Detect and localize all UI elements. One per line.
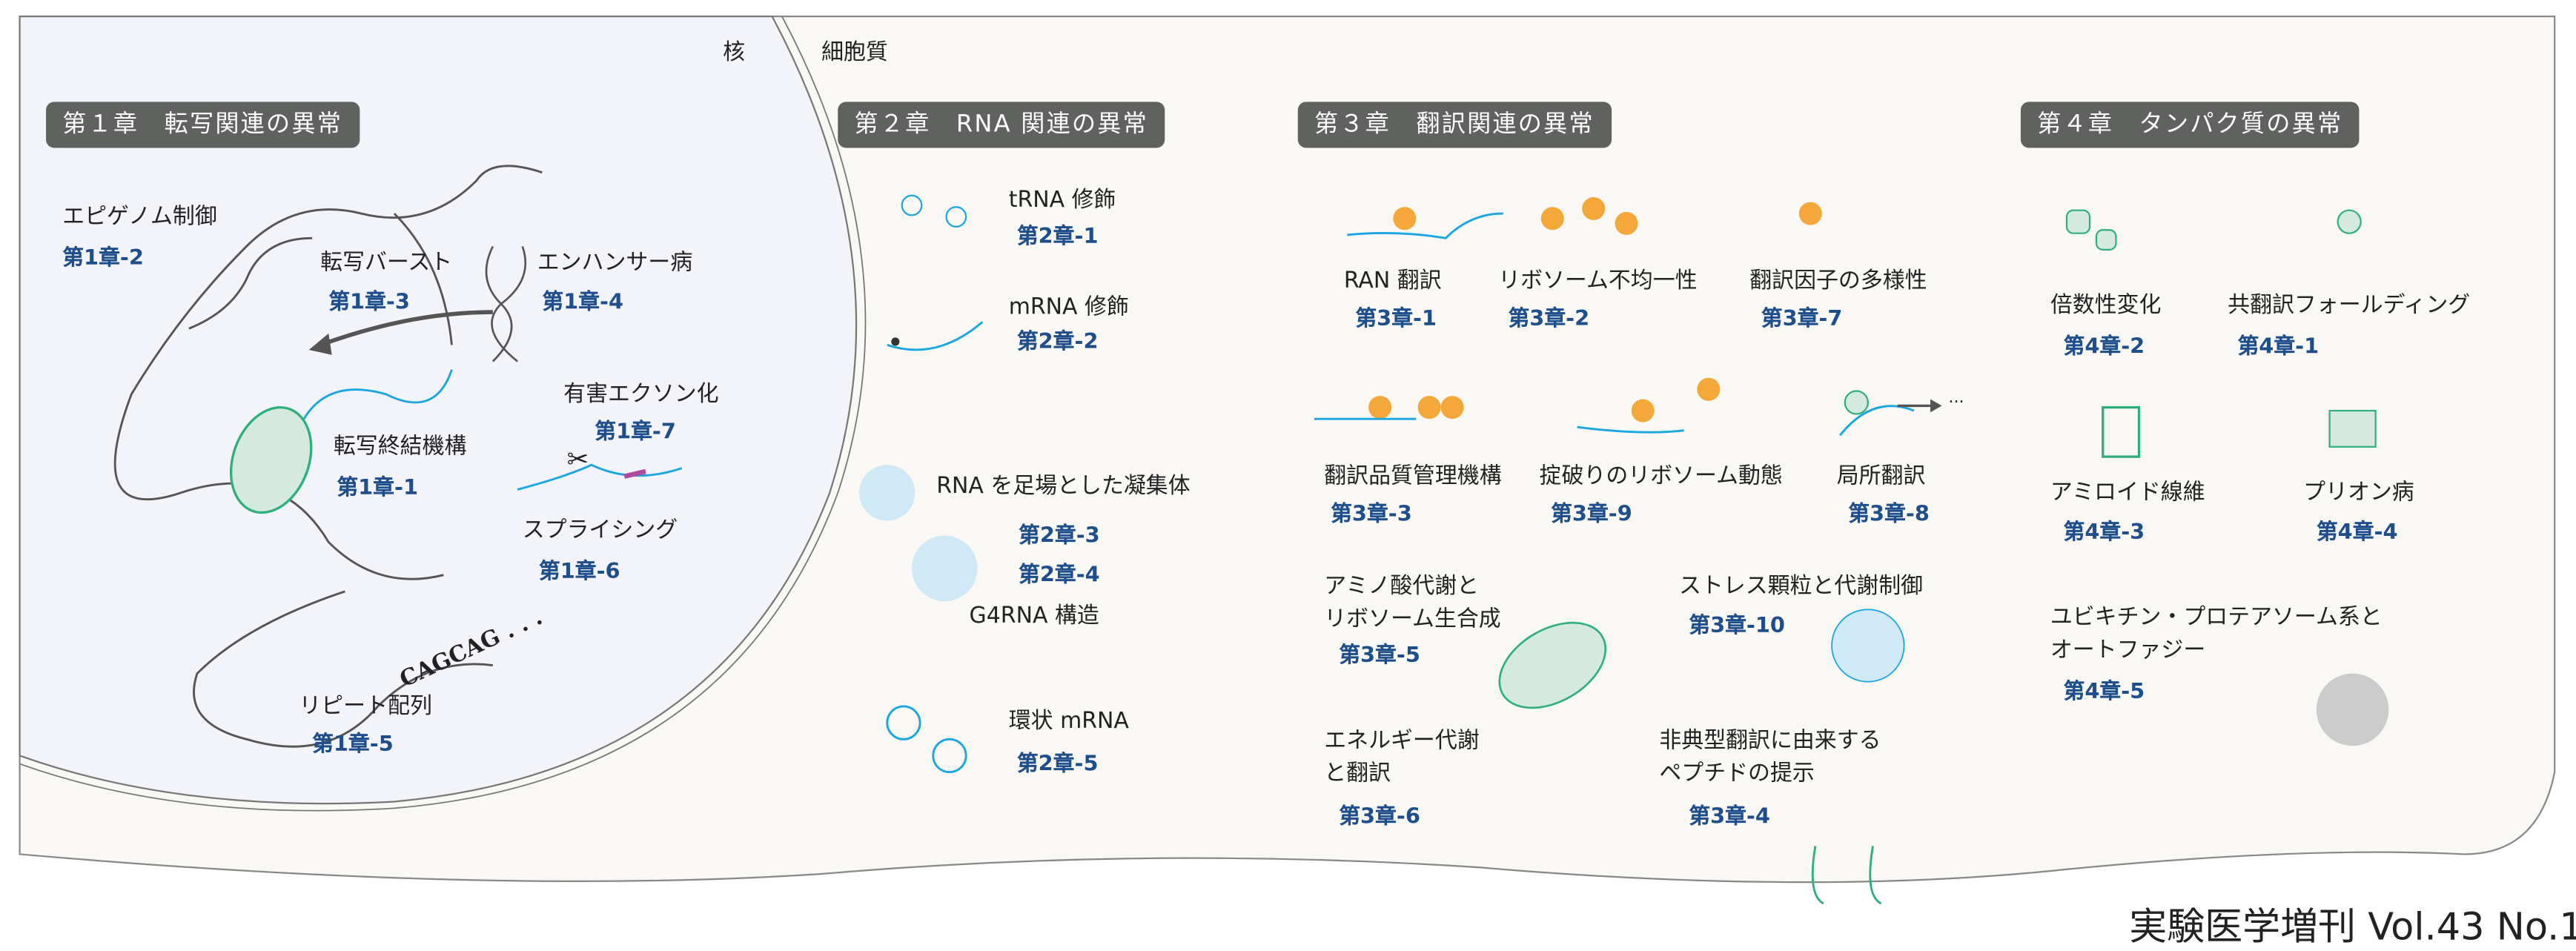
item-code: 第4章-2 xyxy=(2063,335,2145,360)
item-label: 翻訳品質管理機構 xyxy=(1324,463,1502,490)
item-label: リボソーム不均一性 xyxy=(1498,268,1698,294)
nucleus-label: 核 xyxy=(723,39,746,66)
proteasome-icon xyxy=(2316,673,2389,746)
item-code: 第2章-4 xyxy=(1019,563,1100,589)
item-label: エネルギー代謝 xyxy=(1324,727,1480,755)
item-label: 掟破りのリボソーム動態 xyxy=(1539,463,1783,490)
item-label: プリオン病 xyxy=(2303,480,2414,506)
item-label: tRNA 修飾 xyxy=(1008,187,1116,214)
enhancer-dna xyxy=(485,245,527,362)
item-code: 第1章-2 xyxy=(62,246,144,271)
item-code: 第1章-6 xyxy=(538,560,620,585)
item-code: 第1章-7 xyxy=(595,420,676,445)
mitochondrion-icon xyxy=(1498,621,1607,709)
item-code: 第3章-7 xyxy=(1761,307,1843,332)
item-label: エピゲノム制御 xyxy=(62,203,217,231)
item-code: 第3章-2 xyxy=(1508,307,1590,332)
item-label: アミノ酸代謝と xyxy=(1324,573,1480,600)
item-label: 有害エクソン化 xyxy=(563,381,719,408)
item-code: 第3章-9 xyxy=(1551,503,1632,528)
item-label: アミロイド線維 xyxy=(2050,480,2205,506)
item-label: mRNA 修飾 xyxy=(1008,294,1129,321)
journal-footer: 実験医学増刊 Vol.43 No.17 xyxy=(2129,907,2576,950)
burst-arrow xyxy=(319,310,493,348)
item-code: 第2章-3 xyxy=(1019,523,1100,549)
item-label: 共翻訳フォールディング xyxy=(2228,292,2471,319)
item-label-line2: ペプチドの提示 xyxy=(1659,761,1815,787)
item-code: 第2章-2 xyxy=(1016,330,1099,355)
splicing-rna xyxy=(517,463,683,491)
arrow-head-icon xyxy=(308,333,332,355)
stress-granule-icon xyxy=(1831,609,1905,683)
item-code: 第4章-5 xyxy=(2063,680,2145,705)
item-code: 第3章-6 xyxy=(1339,804,1420,830)
item-label: 翻訳因子の多様性 xyxy=(1749,268,1927,294)
item-label-line2: リボソーム生合成 xyxy=(1324,606,1501,633)
chapter-3-header: 第３章 翻訳関連の異常 xyxy=(1297,102,1611,148)
item-code: 第2章-1 xyxy=(1016,225,1099,250)
item-label: 非典型翻訳に由来する xyxy=(1659,727,1881,755)
item-code: 第4章-3 xyxy=(2063,520,2145,546)
ribosome-icons xyxy=(1368,196,1822,423)
item-code: 第1章-3 xyxy=(328,291,410,316)
chapter-2-header: 第２章 RNA 関連の異常 xyxy=(838,102,1165,148)
item-code: 第3章-4 xyxy=(1689,804,1770,830)
prion-icon xyxy=(2328,409,2377,448)
item-label: 環状 mRNA xyxy=(1008,708,1129,735)
nucleus xyxy=(19,16,858,805)
item-code: 第3章-8 xyxy=(1848,503,1930,528)
amyloid-icon xyxy=(2102,405,2141,458)
rna-transcript xyxy=(302,369,453,420)
item-label-line2: と翻訳 xyxy=(1324,761,1391,787)
item-code: 第1章-4 xyxy=(542,291,624,316)
item-label-line2: オートファジー xyxy=(2050,637,2206,664)
cytoplasm-label: 細胞質 xyxy=(821,39,888,66)
item-label: スプライシング xyxy=(522,517,678,544)
item-code: 第3章-10 xyxy=(1689,614,1786,640)
item-label: 転写終結機構 xyxy=(333,434,467,460)
item-code: 第3章-3 xyxy=(1331,503,1412,528)
trna-icon xyxy=(901,194,923,216)
item-code: 第1章-1 xyxy=(337,476,419,501)
item-code: 第3章-1 xyxy=(1355,307,1437,332)
item-label: エンハンサー病 xyxy=(537,249,693,276)
item-label: ストレス顆粒と代謝制御 xyxy=(1678,573,1924,600)
transcription-complex xyxy=(229,405,313,514)
item-label: 倍数性変化 xyxy=(2050,292,2162,319)
chapter-4-header: 第４章 タンパク質の異常 xyxy=(2020,102,2360,148)
item-label: ユビキチン・プロテアソーム系と xyxy=(2050,604,2383,632)
item-code: 第1章-5 xyxy=(312,732,394,758)
item-label: 転写バースト xyxy=(320,249,453,276)
item-label: RNA を足場とした凝集体 xyxy=(936,473,1191,500)
mrna-mod-icon xyxy=(887,321,984,351)
chapter-1-header: 第１章 転写関連の異常 xyxy=(46,102,360,148)
item-label: 局所翻訳 xyxy=(1836,463,1926,490)
scissors-icon: ✂ xyxy=(567,445,589,475)
condensate-icon xyxy=(859,465,915,521)
item-label: RAN 翻訳 xyxy=(1343,268,1442,294)
circular-mrna-icon xyxy=(886,705,921,740)
item-code: 第2章-5 xyxy=(1016,752,1099,778)
item-label: リピート配列 xyxy=(299,693,432,720)
arrow-dots: ··· xyxy=(1948,394,1964,413)
item-code: 第4章-4 xyxy=(2316,520,2398,546)
item-label: G4RNA 構造 xyxy=(969,603,1099,629)
item-code: 第4章-1 xyxy=(2237,335,2320,360)
chromatin xyxy=(113,165,543,748)
item-code: 第3章-5 xyxy=(1339,643,1420,669)
